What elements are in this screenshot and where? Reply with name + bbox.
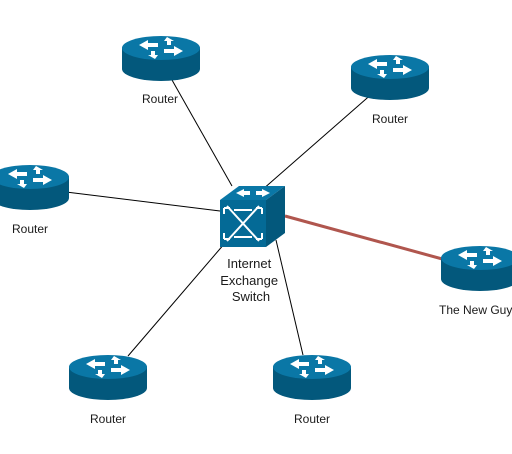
router-top-right: Router [351,55,429,126]
switch-label-line-2: Exchange [220,273,278,288]
link-router-left [65,191,221,212]
switch-label-line-1: Internet [227,256,271,271]
router-left: Router [0,165,69,236]
internet-exchange-switch: Internet Exchange Switch [220,186,285,304]
switch-label-line-3: Switch [232,289,270,304]
router-label: Router [372,112,408,126]
switch-arrows-icon [223,205,263,242]
svg-text:Internet Exchange: Internet Exchange Switch [220,256,281,304]
link-router-top-right [261,91,375,191]
router-bottom-left: Router [69,355,147,426]
router-new-guy: The New Guy [439,246,512,317]
router-label: Router [294,412,330,426]
link-router-bottom-left [127,242,226,357]
router-label: Router [12,222,48,236]
link-router-top [171,79,233,187]
router-label: Router [90,412,126,426]
router-top: Router [122,36,200,106]
link-new-guy [284,214,447,262]
link-router-bottom-right [275,239,304,356]
new-guy-label: The New Guy [439,303,512,317]
router-label: Router [142,92,178,106]
router-bottom-right: Router [273,355,351,426]
